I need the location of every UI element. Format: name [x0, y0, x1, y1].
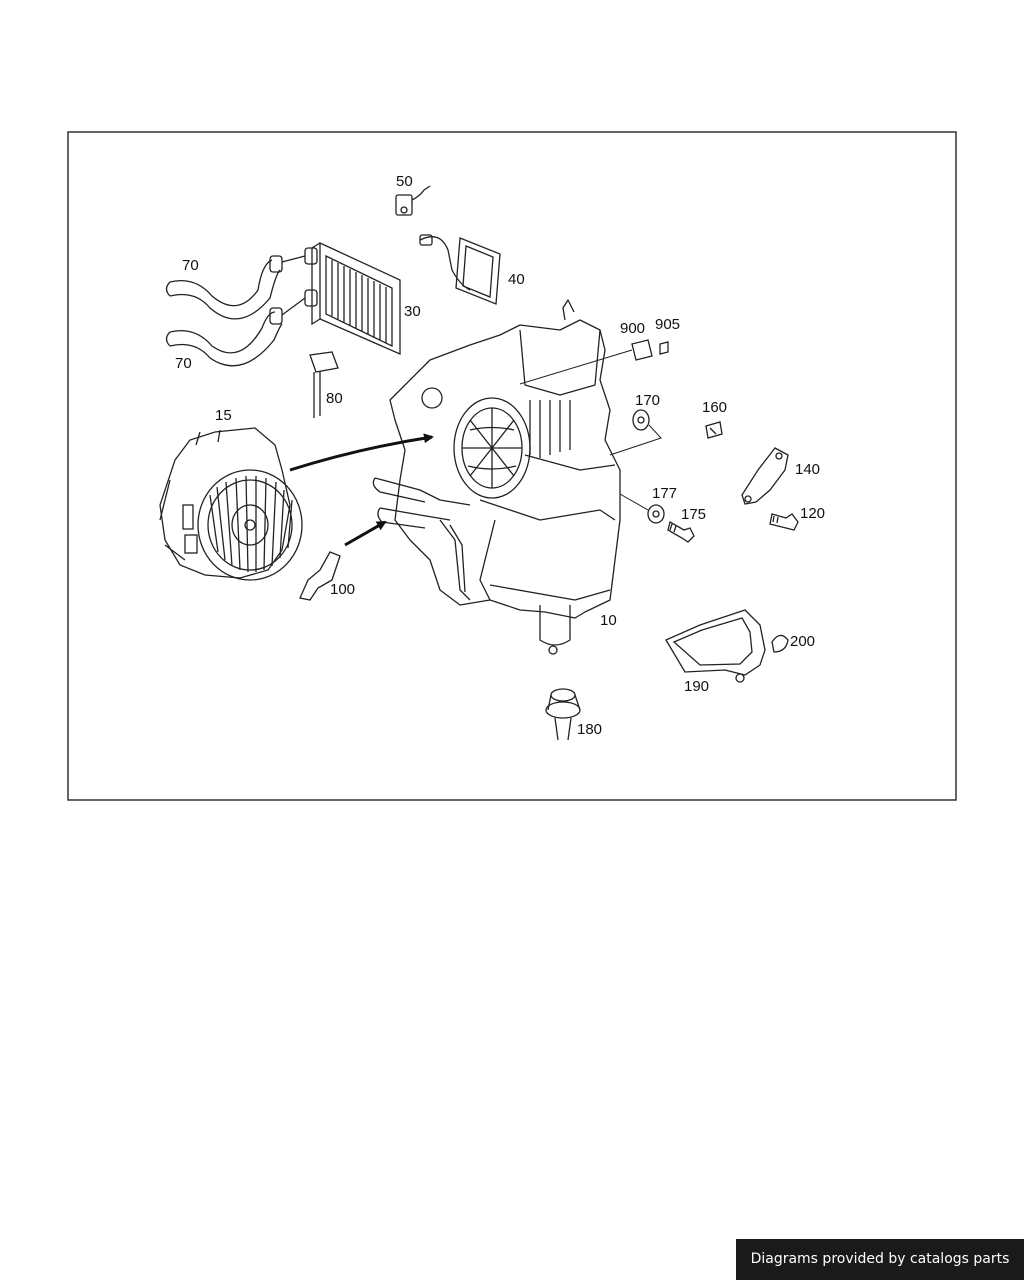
sensor	[395, 185, 431, 216]
callout-50: 50	[396, 173, 413, 190]
blower-housing	[372, 299, 621, 655]
callout-30: 30	[404, 303, 421, 320]
bracket-arrow	[344, 520, 387, 547]
callout-15: 15	[215, 407, 232, 424]
leader-170	[609, 424, 662, 456]
callout-190: 190	[684, 678, 709, 695]
blower-motor	[159, 427, 303, 581]
leader-900	[519, 349, 633, 385]
coolant-hoses	[165, 255, 306, 367]
callout-177: 177	[652, 485, 677, 502]
temperature-sensor	[309, 351, 339, 418]
callout-70-lower: 70	[175, 355, 192, 372]
resistor-and-clip	[631, 339, 669, 361]
callout-170: 170	[635, 392, 660, 409]
callout-175: 175	[681, 506, 706, 523]
washer	[647, 504, 665, 524]
drain-valve	[545, 688, 581, 741]
heater-core	[304, 241, 401, 355]
callout-100: 100	[330, 581, 355, 598]
callout-40: 40	[508, 271, 525, 288]
screw-175	[667, 521, 695, 543]
callout-180: 180	[577, 721, 602, 738]
callout-160: 160	[702, 399, 727, 416]
plug	[771, 634, 789, 653]
mounting-plate	[741, 447, 789, 505]
callout-200: 200	[790, 633, 815, 650]
screw-120	[769, 513, 799, 531]
grommet	[632, 409, 650, 431]
leader-177	[619, 493, 649, 511]
callout-120: 120	[800, 505, 825, 522]
filter-frame	[419, 234, 501, 305]
callout-80: 80	[326, 390, 343, 407]
blower-motor-arrow	[289, 433, 434, 472]
bracket	[299, 551, 341, 601]
callout-900: 900	[620, 320, 645, 337]
diagram-frame	[67, 131, 957, 801]
callout-905: 905	[655, 316, 680, 333]
callout-10: 10	[600, 612, 617, 629]
clip	[705, 421, 723, 439]
callout-70-upper: 70	[182, 257, 199, 274]
callout-140: 140	[795, 461, 820, 478]
credit-banner: Diagrams provided by catalogs parts	[736, 1239, 1024, 1280]
air-duct	[665, 609, 766, 683]
